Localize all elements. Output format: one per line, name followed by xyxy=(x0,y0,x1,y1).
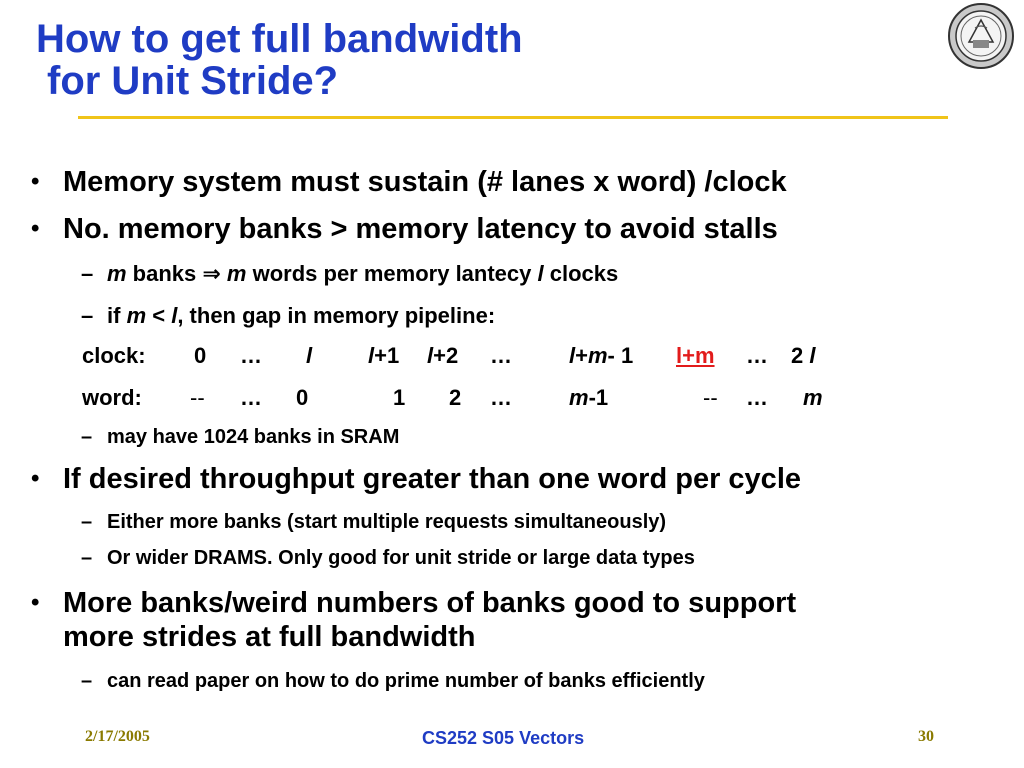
clock-cell: … xyxy=(746,343,768,368)
sub-bullet-wider-drams: – Or wider DRAMS. Only good for unit str… xyxy=(81,546,695,570)
clock-cell: 2 l xyxy=(791,343,815,369)
footer-course: CS252 S05 Vectors xyxy=(422,728,585,748)
sub-bullet-wider-drams-text: Or wider DRAMS. Only good for unit strid… xyxy=(107,547,695,569)
text: + xyxy=(575,343,588,368)
title-line-1: How to get full bandwidth xyxy=(36,17,523,61)
var-l: l xyxy=(368,343,375,368)
text: words per memory lantecy xyxy=(246,261,538,286)
bullet-2-text: No. memory banks > memory latency to avo… xyxy=(63,213,778,245)
var-m: m xyxy=(569,385,589,410)
clock-cell: … xyxy=(490,343,512,368)
clock-cell: l+1 xyxy=(368,343,399,369)
word-cell: … xyxy=(240,385,262,410)
word-row: word: -- … 0 1 2 … m-1 -- … m xyxy=(0,385,1024,411)
sub-bullet-more-banks-text: Either more banks (start multiple reques… xyxy=(107,511,667,533)
bullet-2: • No. memory banks > memory latency to a… xyxy=(31,212,778,246)
dash-marker: – xyxy=(81,547,93,569)
var-l: l xyxy=(306,343,313,368)
var-l: l xyxy=(537,261,544,286)
var-m: m xyxy=(220,261,247,286)
sub-bullet-gap: – if m < l, then gap in memory pipeline: xyxy=(81,303,496,329)
var-m: m xyxy=(587,343,608,368)
text: if xyxy=(107,303,127,328)
sub-bullet-more-banks: – Either more banks (start multiple requ… xyxy=(81,510,667,534)
word-cell: 2 xyxy=(449,385,462,410)
dash-marker: – xyxy=(81,670,93,692)
university-seal-icon xyxy=(948,3,1014,69)
clock-cell: l+m- 1 xyxy=(569,343,633,369)
implies-arrow-icon: ⇒ xyxy=(202,261,221,286)
bullet-marker: • xyxy=(31,168,40,195)
text: +2 xyxy=(433,343,459,368)
footer-date: 2/17/2005 xyxy=(85,728,150,745)
bullet-1-text: Memory system must sustain (# lanes x wo… xyxy=(63,166,787,198)
title-line-2: for Unit Stride? xyxy=(47,59,339,103)
dash-marker: – xyxy=(81,303,94,328)
dash-marker: – xyxy=(81,261,94,286)
footer-page-number: 30 xyxy=(918,728,934,745)
clock-cell: l+2 xyxy=(427,343,458,369)
word-cell: … xyxy=(490,385,512,410)
bullet-4-line-2: more strides at full bandwidth xyxy=(63,621,476,653)
var-l: l xyxy=(171,303,178,328)
word-cell: -- xyxy=(190,385,205,410)
bullet-4: • More banks/weird numbers of banks good… xyxy=(31,586,797,654)
var-l: l xyxy=(809,343,816,368)
word-cell: m xyxy=(803,385,823,411)
sub-bullet-prime-banks: – can read paper on how to do prime numb… xyxy=(81,669,705,693)
text: , then gap in memory pipeline: xyxy=(177,303,496,328)
bullet-3-text: If desired throughput greater than one w… xyxy=(63,463,801,495)
sub-bullet-prime-banks-text: can read paper on how to do prime number… xyxy=(107,670,705,692)
text: banks xyxy=(126,261,203,286)
word-cell: m-1 xyxy=(569,385,608,411)
highlighted-cycle: l+m xyxy=(676,343,715,368)
title-divider xyxy=(78,116,948,119)
dash-marker: – xyxy=(81,511,93,533)
sub-bullet-sram: – may have 1024 banks in SRAM xyxy=(81,425,400,449)
var-l: l xyxy=(427,343,434,368)
word-cell: 1 xyxy=(393,385,406,410)
clock-row: clock: 0 … l l+1 l+2 … l+m- 1 l+m … 2 l xyxy=(0,343,1024,369)
text: < xyxy=(146,303,172,328)
word-cell: … xyxy=(746,385,768,410)
bullet-marker: • xyxy=(31,465,40,492)
clock-cell: 0 xyxy=(194,343,207,368)
sub-bullet-banks: – m banks ⇒ m words per memory lantecy l… xyxy=(81,261,619,287)
word-label: word: xyxy=(82,385,142,410)
text: -1 xyxy=(588,385,609,410)
var-m: m xyxy=(126,303,147,328)
clock-cell: l xyxy=(306,343,312,369)
bullet-marker: • xyxy=(31,589,40,616)
var-m: m xyxy=(107,261,127,286)
text: - 1 xyxy=(607,343,634,368)
bullet-1: • Memory system must sustain (# lanes x … xyxy=(31,165,787,199)
clock-cell: … xyxy=(240,343,262,368)
bullet-3: • If desired throughput greater than one… xyxy=(31,462,801,496)
text: +1 xyxy=(374,343,400,368)
word-cell: -- xyxy=(703,385,718,410)
bullet-4-line-1: More banks/weird numbers of banks good t… xyxy=(63,587,797,619)
text: clocks xyxy=(543,261,619,286)
bullet-marker: • xyxy=(31,215,40,242)
slide-title: How to get full bandwidth for Unit Strid… xyxy=(36,18,523,102)
word-cell: 0 xyxy=(296,385,309,410)
dash-marker: – xyxy=(81,426,93,448)
sub-bullet-sram-text: may have 1024 banks in SRAM xyxy=(107,426,400,448)
var-m: m xyxy=(803,385,823,410)
text: 2 xyxy=(791,343,810,368)
var-l: l xyxy=(569,343,576,368)
clock-label: clock: xyxy=(82,343,146,368)
